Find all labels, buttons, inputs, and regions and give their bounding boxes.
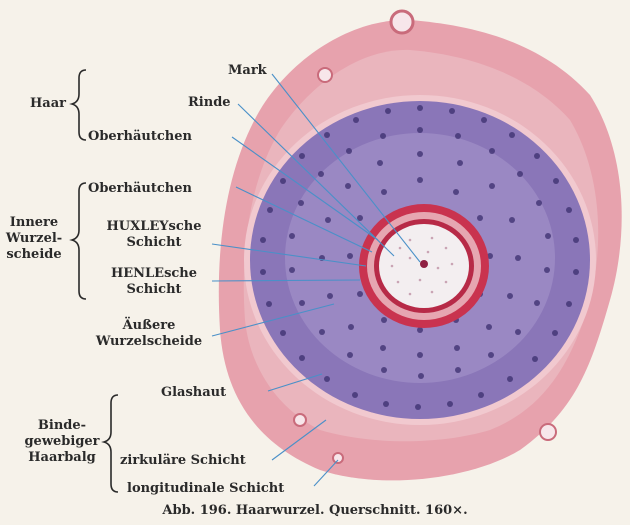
label-glashaut: Glashaut [161,385,226,401]
label-haar-oberhaeutchen: Oberhäutchen [88,129,192,145]
label-longitudinale: longitudinale Schicht [127,481,284,497]
vessel [391,11,413,33]
vessel [294,414,306,426]
label-aeussere: Äußere Wurzelscheide [84,318,214,350]
bracket-haarbalg [104,395,118,492]
bracket-haar [72,70,86,140]
hair-medulla [420,260,428,268]
bracket-innere-wurzelscheide [72,183,86,299]
figure-caption: Abb. 196. Haarwurzel. Querschnitt. 160×. [0,503,630,518]
label-haar: Haar [30,96,66,112]
label-huxley: HUXLEYsche Schicht [96,219,212,251]
label-bindegewebiger: Binde- gewebiger Haarbalg [20,418,104,466]
vessel [540,424,556,440]
label-innere-wurzelscheide: Innere Wurzel- scheide [4,215,64,263]
histology-image [219,11,622,480]
label-zirkulaere: zirkuläre Schicht [120,453,246,469]
label-henle: HENLEsche Schicht [104,266,204,298]
label-rinde: Rinde [188,95,231,111]
vessel [333,453,343,463]
label-mark: Mark [228,63,267,79]
label-innere-oberhaeutchen: Oberhäutchen [88,181,192,197]
vessel [318,68,332,82]
